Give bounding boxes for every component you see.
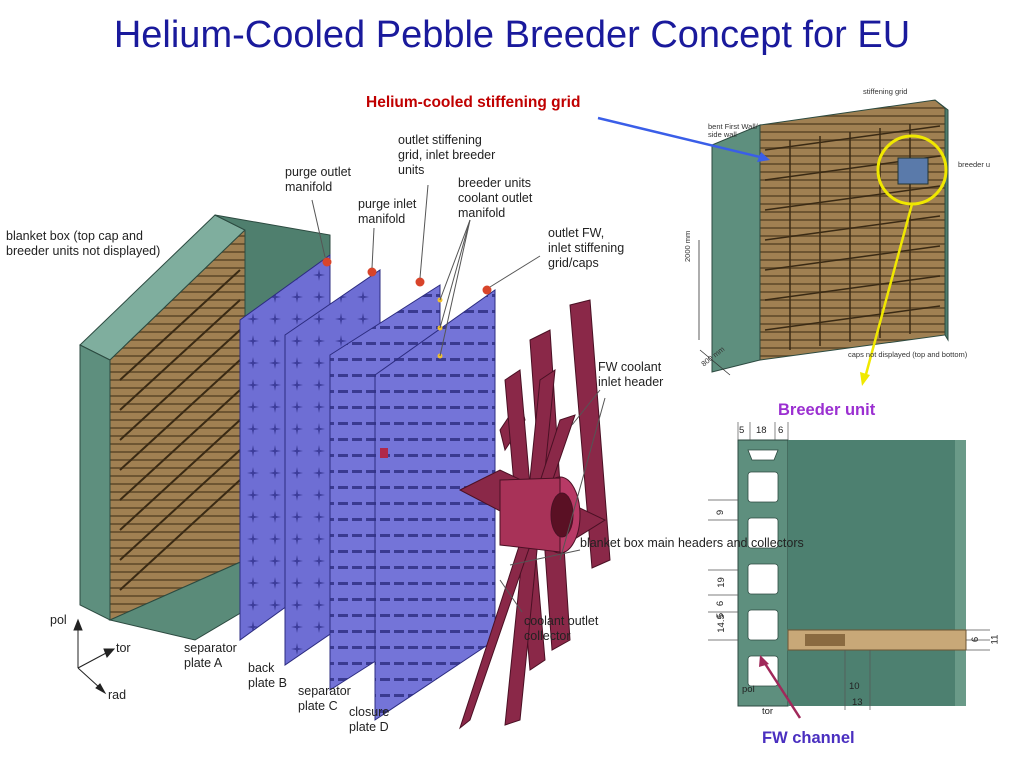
axis-rad: rad (108, 688, 127, 702)
label-breeder-coolant: breeder units coolant outlet manifold (458, 176, 533, 220)
dim-bottom-13: 13 (852, 697, 863, 708)
outlet-stiffening-dot (415, 277, 425, 287)
dim-top-5: 5 (739, 425, 745, 436)
breeder-arrow (860, 203, 914, 386)
breeder-unit-callout: Breeder unit (778, 401, 876, 419)
fw-channel-arrow (759, 655, 802, 719)
page-title: Helium-Cooled Pebble Breeder Concept for… (113, 14, 911, 56)
dim-top-18: 18 (756, 425, 767, 436)
label-separator-c: separator plate C (298, 684, 351, 713)
dim-left-6: 6 (715, 600, 727, 607)
dim-left-14-5: 14.5 (715, 614, 727, 633)
purge-inlet-dot (367, 267, 377, 277)
dim-bottom-10: 10 (849, 681, 860, 692)
inset-label-height: 2000 mm (683, 230, 692, 262)
dim-right-11: 11 (989, 634, 1001, 645)
label-coolant-outlet: coolant outlet collector (524, 614, 599, 643)
breeder-unit-block (897, 157, 929, 185)
purge-outlet-dot (322, 257, 332, 267)
axis-pol: pol (50, 613, 67, 627)
dim-top-6: 6 (778, 425, 784, 436)
fw-channel-callout: FW channel (762, 729, 855, 747)
inset-label-caps: caps not displayed (top and bottom) (848, 350, 968, 359)
label-purge-inlet: purge inlet manifold (358, 197, 417, 226)
inset-label-bent-wall: bent First Wall/ side wall (708, 122, 758, 139)
stiffening-arrow (597, 116, 770, 162)
section-axis-tor: tor (762, 706, 774, 717)
label-purge-outlet: purge outlet manifold (285, 165, 352, 194)
inset-label-breeder: breeder u (958, 160, 991, 169)
inset-stiffening-grid (698, 99, 949, 376)
dim-right-6: 6 (970, 636, 982, 643)
inset-label-stiffening: stiffening grid (863, 87, 908, 96)
label-back-b: back plate B (248, 661, 287, 690)
stiffening-grid-callout: Helium-cooled stiffening grid (366, 94, 581, 111)
section-axis-pol: pol (742, 684, 755, 695)
label-separator-a: separator plate A (184, 641, 237, 670)
outlet-fw-dot (482, 285, 492, 295)
label-main-headers: blanket box main headers and collectors (580, 536, 804, 550)
label-outlet-stiffening: outlet stiffening grid, inlet breeder un… (398, 133, 496, 177)
headers-collectors (458, 299, 611, 730)
label-fw-inlet-header: FW coolant inlet header (598, 360, 664, 389)
fw-section (708, 422, 990, 710)
label-closure-d: closure plate D (349, 705, 390, 734)
dim-left-19: 19 (715, 577, 727, 588)
axis-tor: tor (116, 641, 131, 655)
label-blanket-box: blanket box (top cap and breeder units n… (6, 229, 161, 258)
dim-left-9: 9 (715, 509, 727, 516)
label-outlet-fw: outlet FW, inlet stiffening grid/caps (548, 226, 625, 270)
axis-triad (73, 618, 116, 695)
